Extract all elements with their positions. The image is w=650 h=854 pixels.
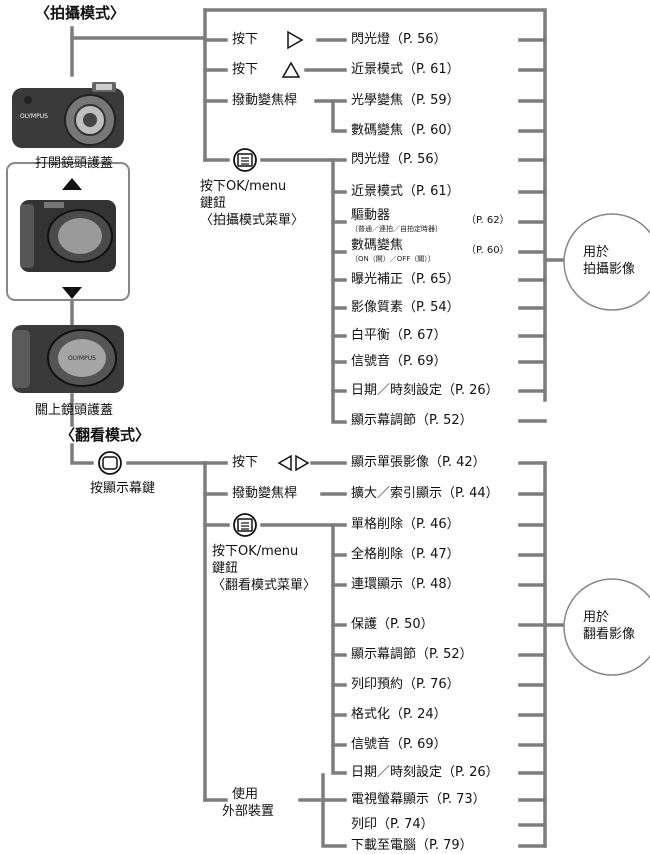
camera-slide-icon bbox=[20, 200, 116, 272]
external-device-label: 外部裝置 bbox=[222, 804, 275, 819]
svg-text:OLYMPUS: OLYMPUS bbox=[20, 113, 48, 120]
menu-item: 閃光燈（P. 56） bbox=[351, 32, 447, 47]
menu-item: 日期／時刻設定（P. 26） bbox=[351, 765, 499, 780]
menu-button-icon bbox=[233, 513, 257, 537]
menu-item: 數碼變焦（P. 60） bbox=[351, 123, 460, 138]
digital-zoom-options: 〔ON（開）／OFF（關）〕 bbox=[351, 255, 435, 263]
right-arrow-button-icon bbox=[287, 30, 304, 50]
usage-playback-line1: 用於 bbox=[583, 610, 610, 625]
camera-lens-closed-icon: OLYMPUS bbox=[12, 325, 124, 393]
external-device-label: 使用 bbox=[232, 787, 259, 802]
menu-item: 下載至電腦（P. 79） bbox=[351, 838, 473, 853]
menu-item: 列印（P. 74） bbox=[351, 817, 434, 832]
menu-button-label: 鍵鈕 bbox=[200, 196, 227, 211]
drive-options: 〔普通／連拍／自拍定時器〕 bbox=[351, 225, 442, 233]
left-right-arrow-buttons-icon bbox=[277, 454, 310, 472]
menu-item: 近景模式（P. 61） bbox=[351, 184, 460, 199]
menu-item: 影像質素（P. 54） bbox=[351, 300, 460, 315]
menu-button-label: 按下OK/menu bbox=[200, 179, 287, 194]
slide-up-arrow-icon bbox=[62, 178, 82, 190]
shooting-mode-title: 〈拍攝模式〉 bbox=[35, 4, 126, 22]
monitor-button-icon bbox=[98, 451, 122, 475]
shooting-menu-title: 〈拍攝模式菜單〉 bbox=[200, 213, 305, 228]
menu-item: 顯示幕調節（P. 52） bbox=[351, 647, 473, 662]
menu-item: 近景模式（P. 61） bbox=[351, 62, 460, 77]
digital-zoom-page-ref: （P. 60） bbox=[466, 245, 510, 256]
menu-item: 數碼變焦 bbox=[351, 238, 404, 253]
menu-item: 信號音（P. 69） bbox=[351, 737, 447, 752]
menu-item: 顯示幕調節（P. 52） bbox=[351, 413, 473, 428]
svg-text:OLYMPUS: OLYMPUS bbox=[68, 355, 96, 362]
menu-button-label: 鍵鈕 bbox=[212, 561, 239, 576]
menu-item: 曝光補正（P. 65） bbox=[351, 272, 460, 287]
menu-item: 光學變焦（P. 59） bbox=[351, 93, 460, 108]
playback-mode-title: 〈翻看模式〉 bbox=[60, 426, 151, 444]
usage-playback-line2: 翻看影像 bbox=[583, 627, 636, 642]
menu-item: 驅動器 bbox=[351, 208, 391, 223]
menu-item: 連環顯示（P. 48） bbox=[351, 577, 460, 592]
playback-menu-title: 〈翻看模式菜單〉 bbox=[212, 578, 317, 593]
monitor-button-label: 按顯示幕鍵 bbox=[90, 481, 156, 496]
menu-item: 擴大／索引顯示（P. 44） bbox=[351, 486, 499, 501]
drive-page-ref: （P. 62） bbox=[466, 215, 510, 226]
press-label: 按下 bbox=[232, 32, 259, 47]
open-cover-label: 打開鏡頭護蓋 bbox=[35, 156, 114, 171]
menu-item: 顯示單張影像（P. 42） bbox=[351, 455, 486, 470]
menu-item: 保護（P. 50） bbox=[351, 617, 434, 632]
press-label: 按下 bbox=[232, 62, 259, 77]
usage-bubble-playback bbox=[563, 578, 650, 676]
press-label: 按下 bbox=[232, 455, 259, 470]
up-arrow-button-icon bbox=[281, 61, 301, 78]
menu-item: 全格削除（P. 47） bbox=[351, 547, 460, 562]
menu-item: 單格削除（P. 46） bbox=[351, 517, 460, 532]
menu-button-icon bbox=[233, 148, 257, 172]
menu-item: 閃光燈（P. 56） bbox=[351, 152, 447, 167]
slide-down-arrow-icon bbox=[62, 287, 82, 299]
usage-shooting-line1: 用於 bbox=[583, 245, 610, 260]
menu-item: 列印預約（P. 76） bbox=[351, 677, 460, 692]
usage-bubble-shooting bbox=[563, 213, 650, 311]
menu-item: 日期／時刻設定（P. 26） bbox=[351, 383, 499, 398]
menu-item: 格式化（P. 24） bbox=[351, 707, 447, 722]
usage-shooting-line2: 拍攝影像 bbox=[583, 262, 636, 277]
menu-button-label: 按下OK/menu bbox=[212, 544, 299, 559]
close-cover-label: 關上鏡頭護蓋 bbox=[35, 403, 114, 418]
zoom-lever-label: 撥動變焦桿 bbox=[232, 93, 298, 108]
camera-lens-open-icon: OLYMPUS bbox=[12, 82, 124, 148]
zoom-lever-label: 撥動變焦桿 bbox=[232, 486, 298, 501]
menu-item: 白平衡（P. 67） bbox=[351, 328, 447, 343]
menu-item: 電視螢幕顯示（P. 73） bbox=[351, 792, 486, 807]
menu-item: 信號音（P. 69） bbox=[351, 354, 447, 369]
